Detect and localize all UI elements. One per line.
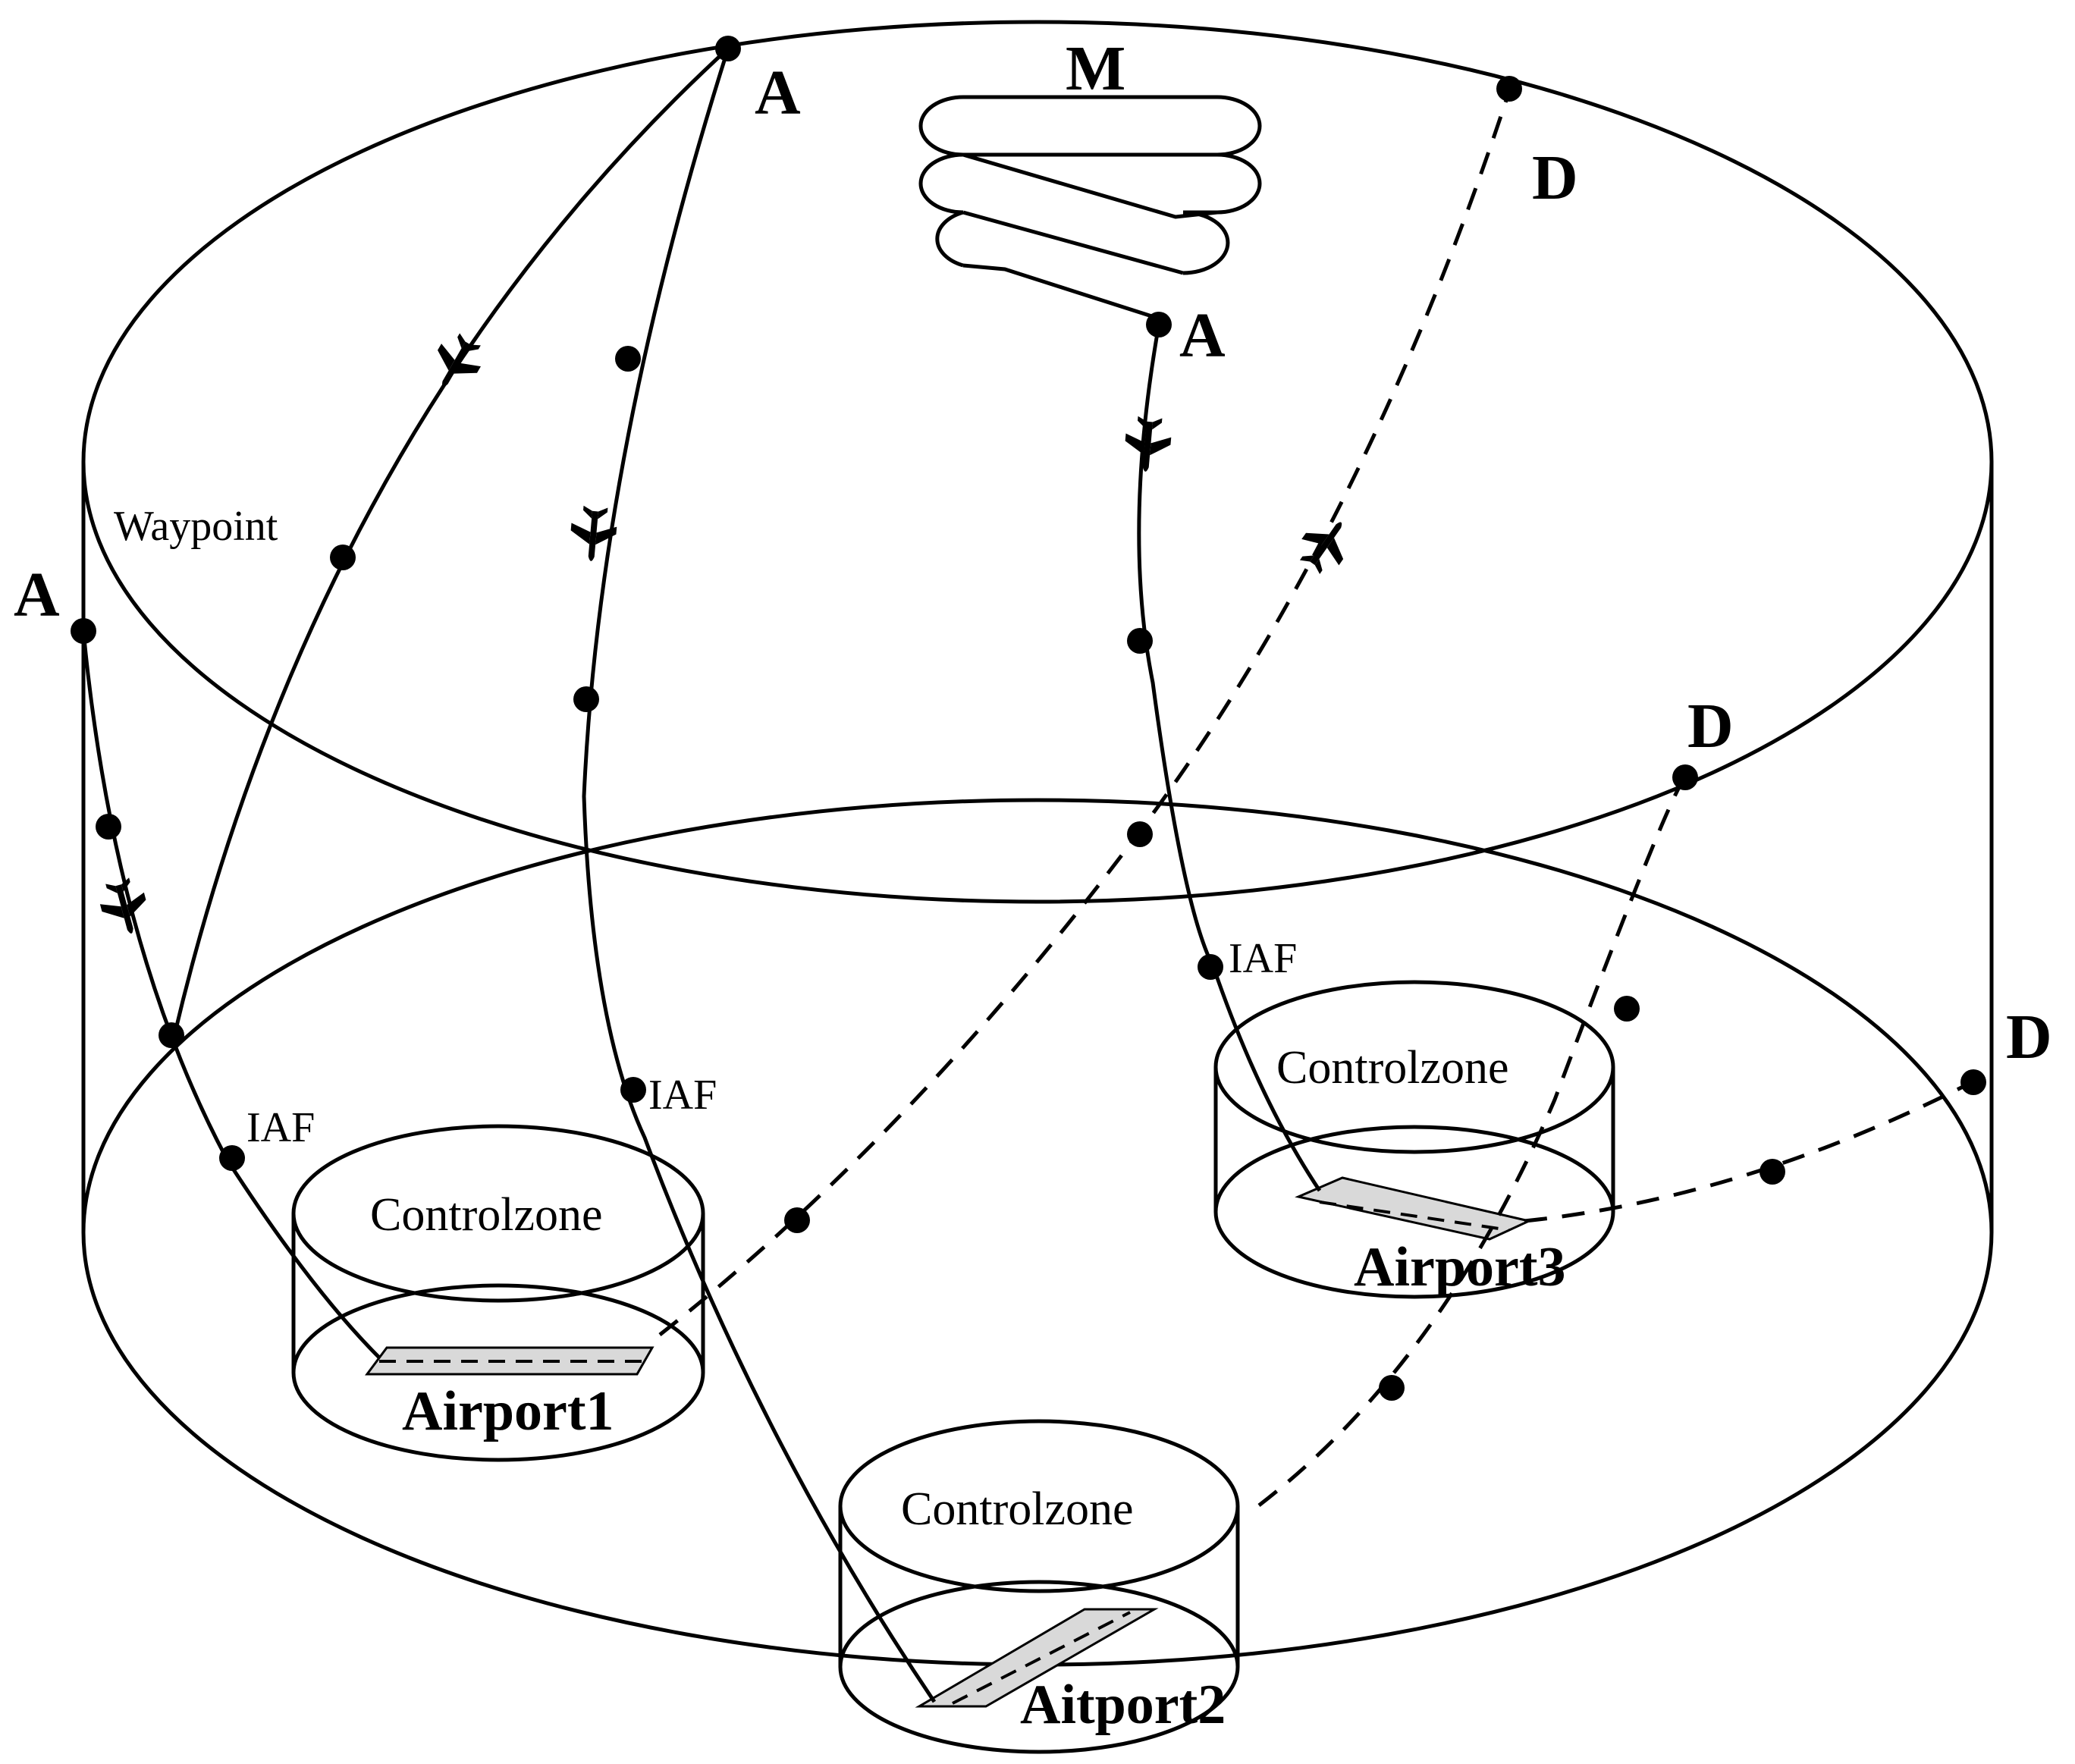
airport1-label: Airport1 [402,1380,614,1442]
runway-2 [915,1608,1159,1708]
aircraft-group [95,328,1360,940]
waypoint-label: Waypoint [114,503,278,550]
point-d-label: D [1532,143,1578,213]
waypoint-dot-icon [330,545,356,570]
controlzone-label: Controlzone [370,1189,603,1241]
waypoint-dot-icon [620,1077,646,1103]
iaf-label: IAF [1229,935,1297,982]
waypoint-dot-icon [1614,996,1640,1022]
runway-1 [365,1346,655,1376]
departure-route-1 [658,90,1512,1336]
waypoint-dot-icon [1960,1069,1986,1095]
aircraft-icon [1291,509,1360,580]
point-d-label: D [2006,1002,2052,1072]
holding-pattern [918,95,1262,321]
controlzone-1 [291,1124,705,1462]
departure-route-2 [1257,776,1687,1507]
runway-3 [1295,1176,1533,1241]
airport2-label: Aitport2 [1020,1674,1226,1736]
aircraft-icon [423,328,490,398]
waypoint-dot-icon [1672,764,1698,790]
departure-routes [658,90,1973,1507]
departure-route-3 [1524,1080,1973,1223]
holding-m-label: M [1066,33,1125,104]
point-d-label: D [1687,691,1734,761]
waypoint-dot-icon [1146,312,1172,337]
iaf-label: IAF [648,1072,717,1119]
waypoint-dot-icon [71,618,96,644]
arrival-routes [81,47,1322,1703]
waypoint-dot-icon [615,346,641,372]
waypoint-dot-icon [784,1207,810,1233]
labels: A M D A A D D Waypoint IAF IAF IAF Contr… [14,33,2052,1736]
airspace-cylinder [81,20,1994,1667]
arrival-route-2 [582,48,937,1703]
point-a-label: A [1179,300,1226,371]
aircraft-icon [568,504,619,563]
waypoint-dot-icon [96,814,121,840]
point-a-label: A [755,58,801,128]
controlzone-2 [838,1419,1240,1754]
waypoint-dot-icon [573,686,599,712]
waypoint-dot-icon [1198,954,1223,980]
iaf-label: IAF [246,1104,315,1151]
waypoint-dot-icon [1496,76,1522,102]
waypoint-dot-icon [219,1145,245,1171]
controlzone-label: Controlzone [1276,1042,1509,1094]
arrival-route-3 [81,630,381,1359]
waypoint-dot-icon [715,36,741,61]
arrival-route-1 [172,47,730,1036]
airport3-label: Airport3 [1354,1236,1566,1298]
controlzone-label: Controlzone [901,1483,1134,1535]
point-a-label: A [14,560,60,630]
aircraft-icon [95,874,154,940]
waypoint-dot-icon [159,1022,184,1048]
waypoint-dot-icon [1379,1375,1405,1401]
waypoints [71,36,1986,1401]
waypoint-dot-icon [1127,821,1153,847]
waypoint-dot-icon [1760,1159,1785,1185]
arrival-route-4 [1137,324,1322,1192]
aircraft-icon [1122,415,1173,474]
waypoint-dot-icon [1127,628,1153,654]
